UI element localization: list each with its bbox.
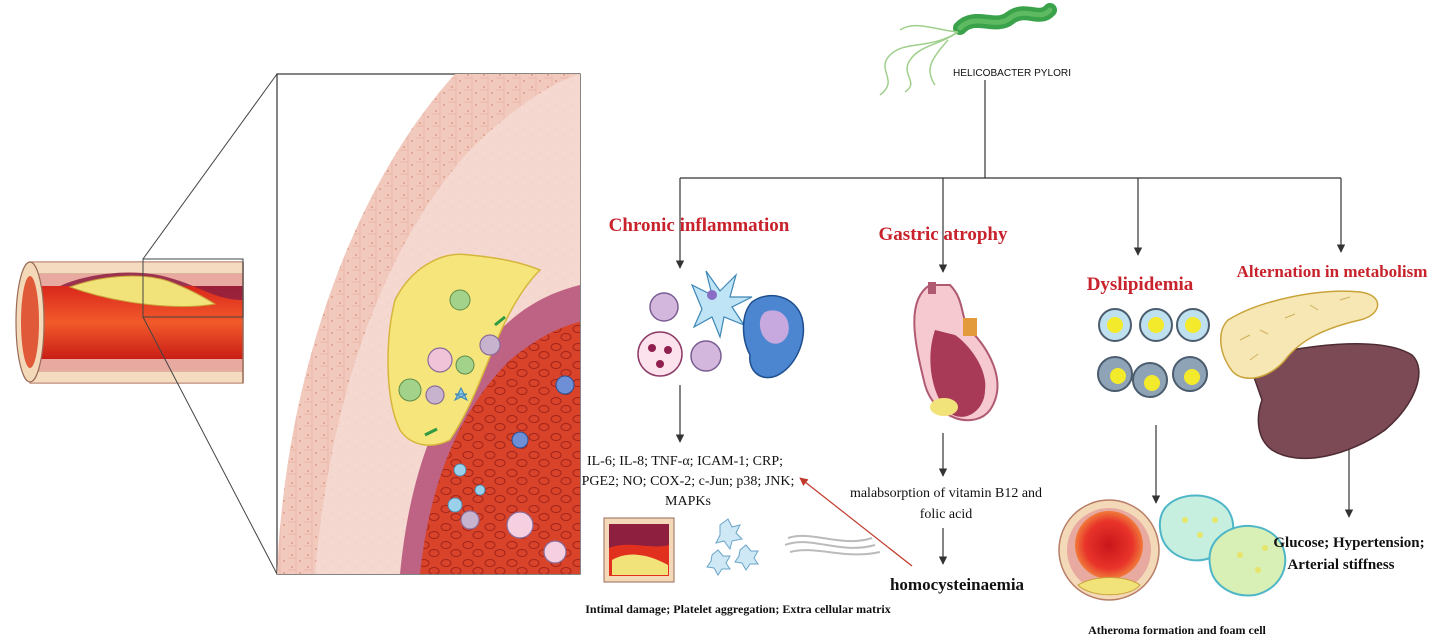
malabsorption-line-2: folic acid — [920, 507, 972, 522]
atheroma-label: Atheroma formation and foam cell — [1088, 623, 1266, 637]
dyslipidemia-title: Dyslipidemia — [1087, 274, 1194, 295]
intimal-damage-label: Intimal damage; Platelet aggregation; Ex… — [585, 602, 891, 616]
foam-cells-illustration — [1158, 494, 1287, 597]
gastric-atrophy-title: Gastric atrophy — [879, 224, 1008, 245]
helicobacter-pylori-bacterium-icon — [879, 3, 1057, 96]
homocysteinaemia-label: homocysteinaemia — [890, 575, 1025, 594]
mediators-line-2: PGE2; NO; COX-2; c-Jun; p38; JNK; — [582, 474, 795, 489]
artery-illustration — [15, 258, 244, 384]
immune-cells-illustration — [637, 270, 805, 379]
intimal-damage-illustration — [603, 517, 881, 583]
metabolism-title: Alternation in metabolism — [1237, 262, 1428, 281]
homocysteinaemia-feedback-arrow — [799, 477, 913, 567]
organism-label: HELICOBACTER PYLORI — [953, 68, 1071, 79]
metabolism-outcome-line-2: Arterial stiffness — [1287, 557, 1394, 573]
lipid-cells-illustration — [1097, 308, 1210, 398]
zoomed-plaque-panel — [276, 73, 581, 575]
pancreas-illustration — [1220, 290, 1379, 379]
chronic-inflammation-title: Chronic inflammation — [609, 215, 790, 236]
malabsorption-line-1: malabsorption of vitamin B12 and — [850, 486, 1042, 501]
zoom-connector-lines — [142, 73, 278, 575]
branch-connectors — [675, 80, 1354, 565]
stomach-illustration — [913, 282, 999, 422]
mediators-line-1: IL-6; IL-8; TNF-α; ICAM-1; CRP; — [587, 454, 783, 469]
atheroma-cross-section — [1058, 499, 1160, 601]
mediators-line-3: MAPKs — [665, 494, 711, 509]
metabolism-outcome-line-1: Glucose; Hypertension; — [1273, 535, 1424, 551]
liver-illustration — [1247, 343, 1420, 460]
